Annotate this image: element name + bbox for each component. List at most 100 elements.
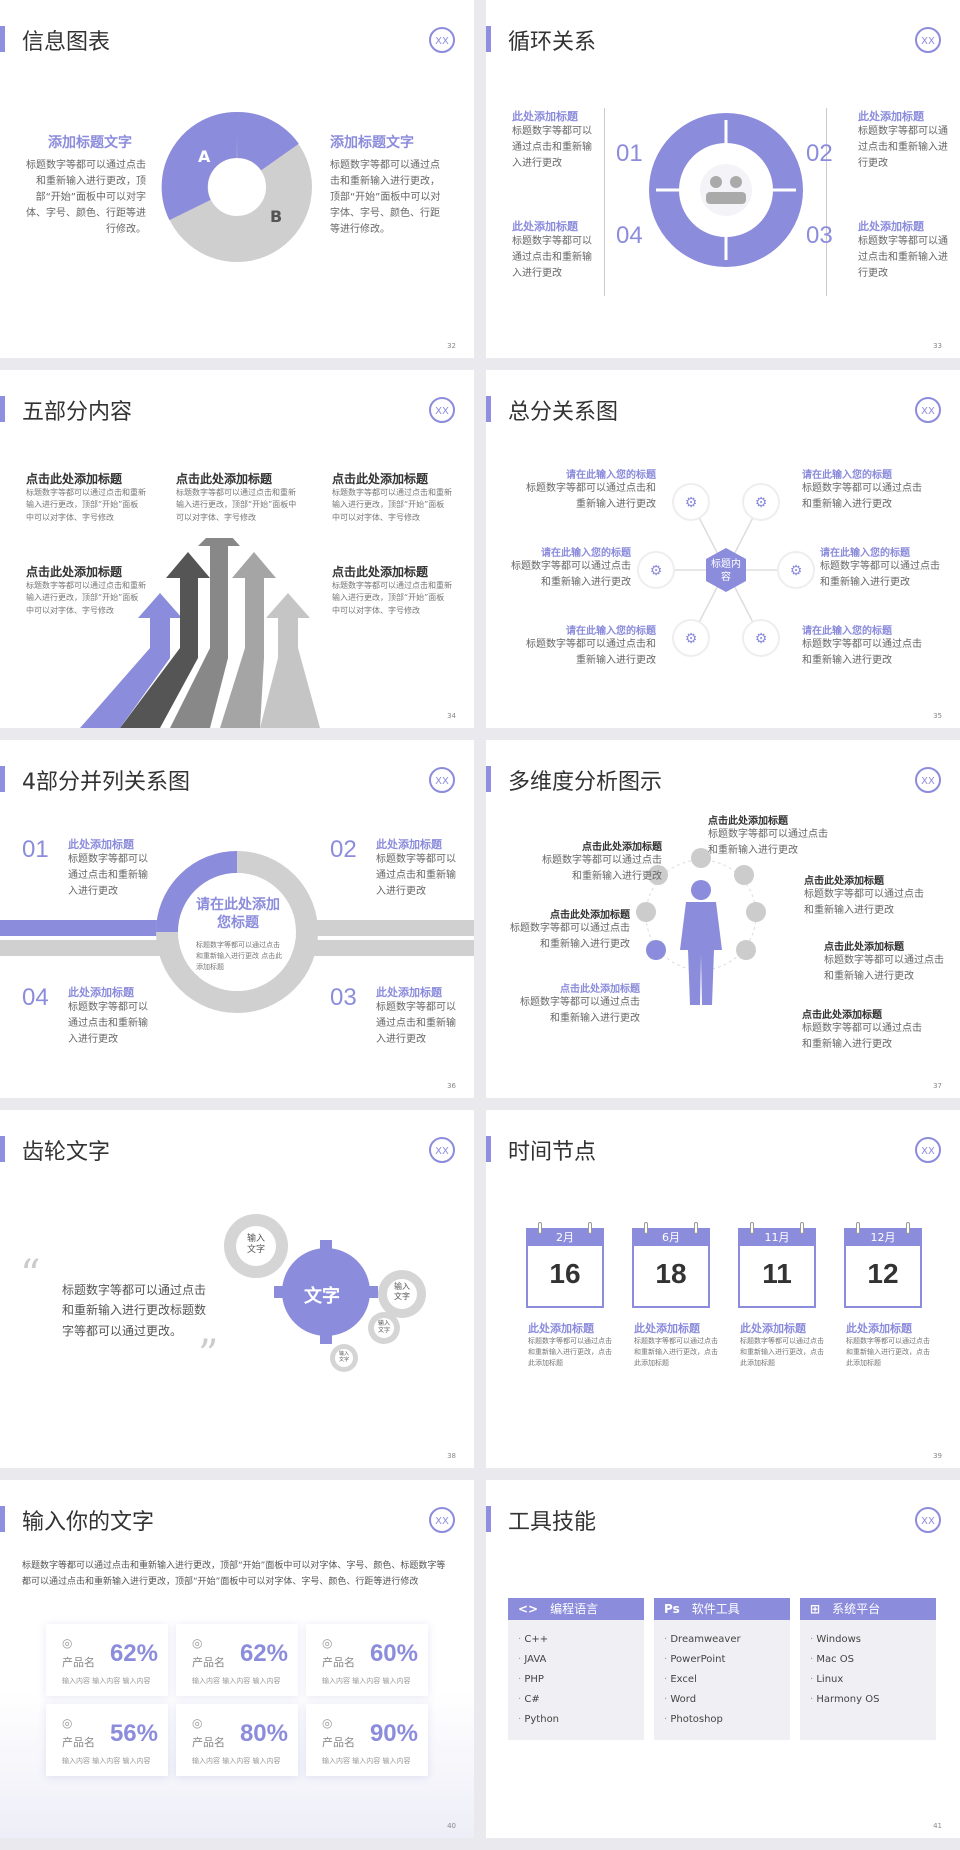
- slide-parallel: 4部分并列关系图 XX 请在此处添加您标题 标题数字等都可以通过点击和重新输入进…: [0, 740, 474, 1098]
- slide-title: 信息图表: [22, 30, 111, 55]
- band-accent: [0, 920, 160, 936]
- right-text: 标题数字等都可以通过点击和重新输入进行更改，顶部“开始”面板中可以对字体、字号、…: [330, 160, 441, 235]
- page-number: 41: [933, 1822, 942, 1830]
- left-text: 标题数字等都可以通过点击和重新输入进行更改，顶部“开始”面板中可以对字体、字号、…: [26, 160, 146, 235]
- item-tl: 请在此输入您的标题标题数字等都可以通过点击和重新输入进行更改: [526, 470, 656, 510]
- title-bar: [486, 1506, 491, 1532]
- title-bar: [0, 766, 5, 792]
- logo-icon: XX: [429, 1137, 455, 1163]
- num-02: 02: [806, 140, 833, 167]
- page-number: 37: [933, 1082, 942, 1090]
- svg-text:XX: XX: [921, 406, 935, 417]
- slide-title: 多维度分析图示: [508, 770, 663, 795]
- svg-text:⚙: ⚙: [755, 631, 768, 647]
- svg-text:⚙: ⚙: [790, 563, 803, 579]
- gear-label: 输入文字: [377, 1320, 390, 1335]
- logo-icon: XX: [429, 1507, 455, 1533]
- donut-chart: A B: [161, 111, 312, 262]
- item-r3: 点击此处添加标题标题数字等都可以通过点击和重新输入进行更改: [802, 1010, 922, 1050]
- num-01: 01: [22, 836, 49, 863]
- arrows-graphic: [80, 538, 320, 728]
- slide-title: 时间节点: [508, 1140, 597, 1165]
- timeline-item: 此处添加标题标题数字等都可以通过点击和重新输入进行更改，点击此添加标题: [740, 1322, 824, 1367]
- item-03: 此处添加标题 标题数字等都可以通过点击和重新输入进行更改: [858, 220, 948, 279]
- logo-icon: XX: [429, 27, 455, 53]
- slide-title: 循环关系: [508, 30, 597, 55]
- logo-icon: XX: [915, 1507, 941, 1533]
- num-03: 03: [330, 984, 357, 1011]
- title-bar: [486, 1136, 491, 1162]
- center-label: 标题内容: [711, 559, 741, 583]
- gear-main-label: 文字: [304, 1286, 340, 1307]
- logo-icon: XX: [915, 767, 941, 793]
- quote-close-icon: ”: [198, 1332, 219, 1378]
- slide-gears: 齿轮文字 XX “ 标题数字等都可以通过点击和重新输入进行更改标题数字等都可以通…: [0, 1110, 474, 1468]
- svg-text:XX: XX: [435, 1516, 449, 1527]
- item-3: 点击此处添加标题标题数字等都可以通过点击和重新输入进行更改，顶部“开始”面板中可…: [332, 472, 452, 522]
- item-tr: 请在此输入您的标题标题数字等都可以通过点击和重新输入进行更改: [802, 470, 922, 510]
- ring-graphic: [156, 851, 318, 1013]
- gear-label: 输入文字: [394, 1282, 410, 1301]
- slide-cycle: 循环关系 XX 此处添加标题 标题数字等都可以通过点击和重新输入进行更改 01 …: [486, 0, 960, 358]
- logo-icon: XX: [915, 27, 941, 53]
- item-03: 此处添加标题标题数字等都可以通过点击和重新输入进行更改: [376, 986, 456, 1045]
- left-title: 添加标题文字: [48, 135, 132, 151]
- svg-text:XX: XX: [921, 776, 935, 787]
- logo-icon: XX: [915, 1137, 941, 1163]
- label-a: A: [198, 147, 211, 166]
- slide-five-parts: 五部分内容 XX 点击此处添加标题标题数字等都可以通过点击和重新输入进行更改，顶…: [0, 370, 474, 728]
- page-number: 39: [933, 1452, 942, 1460]
- svg-text:⚙: ⚙: [685, 631, 698, 647]
- svg-text:⚙: ⚙: [650, 563, 663, 579]
- item-04: 此处添加标题标题数字等都可以通过点击和重新输入进行更改: [68, 986, 148, 1045]
- title-bar: [0, 1506, 5, 1532]
- slide-title: 齿轮文字: [22, 1140, 111, 1165]
- page-number: 33: [933, 342, 942, 350]
- tool-card-programming: <>编程语言 C++JAVAPHPC#Python: [508, 1598, 644, 1740]
- item-r2: 点击此处添加标题标题数字等都可以通过点击和重新输入进行更改: [824, 942, 944, 982]
- item-01: 此处添加标题 标题数字等都可以通过点击和重新输入进行更改: [512, 110, 592, 169]
- ps-icon: Ps: [664, 1602, 680, 1616]
- page-number: 38: [447, 1452, 456, 1460]
- cycle-ring: [649, 113, 803, 267]
- svg-text:XX: XX: [921, 1146, 935, 1157]
- page-number: 35: [933, 712, 942, 720]
- tool-card-platform: ⊞系统平台 WindowsMac OSLinuxHarmony OS: [800, 1598, 936, 1740]
- slide-title: 工具技能: [508, 1510, 597, 1535]
- item-02: 此处添加标题标题数字等都可以通过点击和重新输入进行更改: [376, 838, 456, 897]
- title-bar: [0, 396, 5, 422]
- title-bar: [486, 396, 491, 422]
- center-text: 标题数字等都可以通过点击和重新输入进行更改 点击此添加标题: [196, 941, 283, 971]
- timeline-item: 此处添加标题标题数字等都可以通过点击和重新输入进行更改，点击此添加标题: [846, 1322, 930, 1367]
- svg-text:XX: XX: [921, 1516, 935, 1527]
- slide-title: 五部分内容: [22, 400, 133, 425]
- item-l1: 点击此处添加标题标题数字等都可以通过点击和重新输入进行更改: [542, 842, 662, 882]
- svg-text:XX: XX: [435, 776, 449, 787]
- gear-label: 输入文字: [338, 1351, 349, 1363]
- item-mr: 请在此输入您的标题标题数字等都可以通过点击和重新输入进行更改: [820, 548, 940, 588]
- title-bar: [486, 766, 491, 792]
- item-01: 此处添加标题标题数字等都可以通过点击和重新输入进行更改: [68, 838, 148, 897]
- title-bar: [486, 26, 491, 52]
- item-r1: 点击此处添加标题标题数字等都可以通过点击和重新输入进行更改: [804, 876, 924, 916]
- title-bar: [0, 1136, 5, 1162]
- svg-text:⚙: ⚙: [685, 495, 698, 511]
- slide-hierarchy: 总分关系图 XX ⚙⚙⚙⚙⚙⚙ 标题内容 请在此输入您的标题标题数字等都可以通过…: [486, 370, 960, 728]
- logo-icon: XX: [429, 767, 455, 793]
- page-number: 32: [447, 342, 456, 350]
- slide-title: 4部分并列关系图: [22, 770, 190, 795]
- gear-label: 输入文字: [246, 1234, 265, 1255]
- slide-title: 总分关系图: [508, 400, 619, 425]
- divider: [604, 108, 605, 296]
